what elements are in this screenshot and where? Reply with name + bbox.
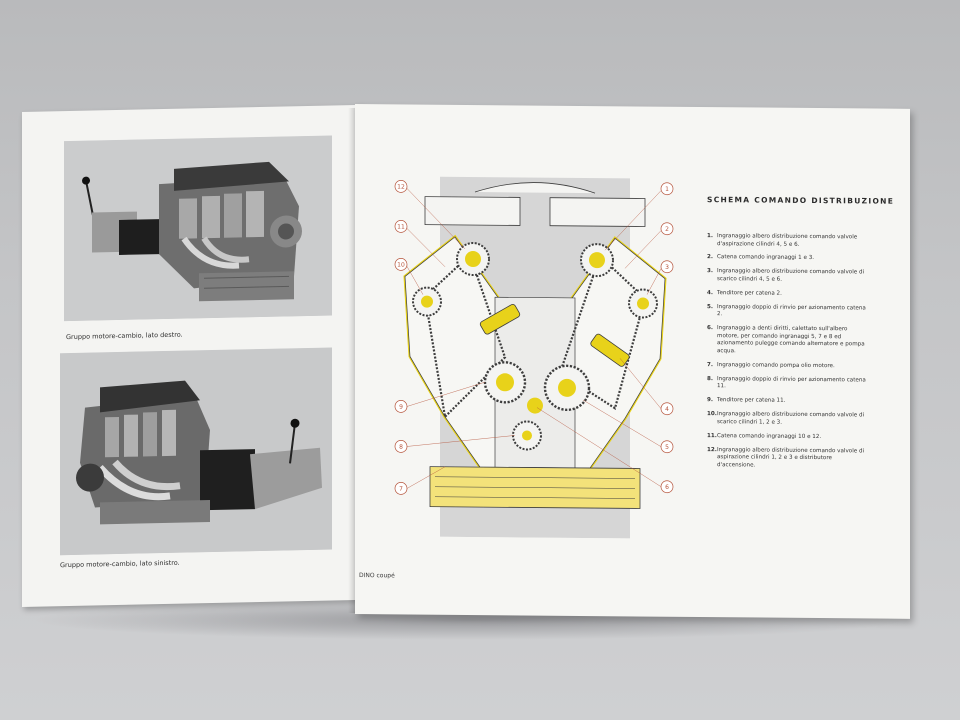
legend-list: 1.Ingranaggio albero distribuzione coman… xyxy=(707,233,867,477)
svg-text:4: 4 xyxy=(665,406,669,413)
svg-text:3: 3 xyxy=(665,264,669,271)
legend-item: 1.Ingranaggio albero distribuzione coman… xyxy=(707,233,858,248)
callout-10: 10 xyxy=(394,258,424,295)
photo-caption-left-side: Gruppo motore-cambio, lato sinistro. xyxy=(60,558,180,570)
svg-text:8: 8 xyxy=(399,444,403,451)
legend-item: 12.Ingranaggio albero distribuzione coma… xyxy=(707,446,865,469)
callout-2: 2 xyxy=(624,222,674,269)
svg-text:5: 5 xyxy=(665,444,669,451)
svg-text:2: 2 xyxy=(665,226,669,233)
legend-item: 9.Tenditore per catena 11. xyxy=(707,397,786,405)
svg-text:9: 9 xyxy=(399,404,403,411)
legend-item: 4.Tenditore per catena 2. xyxy=(707,289,782,297)
svg-text:12: 12 xyxy=(397,184,405,191)
legend-item: 10.Ingranaggio albero distribuzione coma… xyxy=(707,411,865,426)
page-footer: DINO coupé xyxy=(359,572,395,580)
legend-item: 8.Ingranaggio doppio di rinvio per azion… xyxy=(707,375,866,390)
right-page: 12 11 10 9 8 7 1 2 3 4 5 6 SCHEMA COMAND… xyxy=(355,104,910,619)
callout-6: 6 xyxy=(536,407,674,494)
legend-item: 11.Catena comando ingranaggi 10 e 12. xyxy=(707,432,822,440)
svg-text:11: 11 xyxy=(397,224,405,231)
engine-photo-right-side xyxy=(64,135,332,322)
svg-text:10: 10 xyxy=(397,262,405,269)
legend-item: 7.Ingranaggio comando pompa olio motore. xyxy=(707,361,835,370)
photo-caption-right-side: Gruppo motore-cambio, lato destro. xyxy=(66,330,183,342)
callout-11: 11 xyxy=(394,220,446,267)
svg-text:6: 6 xyxy=(665,484,669,491)
legend-item: 2.Catena comando ingranaggi 1 e 3. xyxy=(707,254,815,262)
timing-drive-diagram: 12 11 10 9 8 7 1 2 3 4 5 6 xyxy=(394,176,674,539)
callout-9: 9 xyxy=(394,381,486,413)
callout-7: 7 xyxy=(394,466,446,495)
legend-item: 3.Ingranaggio albero distribuzione coman… xyxy=(707,268,865,283)
callout-1: 1 xyxy=(604,182,674,251)
gear-12 xyxy=(456,242,490,277)
schema-title: SCHEMA COMANDO DISTRIBUZIONE xyxy=(707,195,895,206)
left-page: Gruppo motore-cambio, lato destro. Grupp… xyxy=(22,104,362,607)
legend-item: 6.Ingranaggio a denti diritti, calettato… xyxy=(707,325,865,355)
callout-4: 4 xyxy=(619,358,674,416)
callout-12: 12 xyxy=(394,180,466,250)
engine-photo-left-side xyxy=(60,347,332,556)
legend-item: 5.Ingranaggio doppio di rinvio per azion… xyxy=(707,303,866,318)
svg-text:7: 7 xyxy=(399,486,403,493)
svg-text:1: 1 xyxy=(665,186,669,193)
callout-3: 3 xyxy=(646,260,674,295)
callout-8: 8 xyxy=(394,435,516,453)
callout-5: 5 xyxy=(582,399,674,454)
